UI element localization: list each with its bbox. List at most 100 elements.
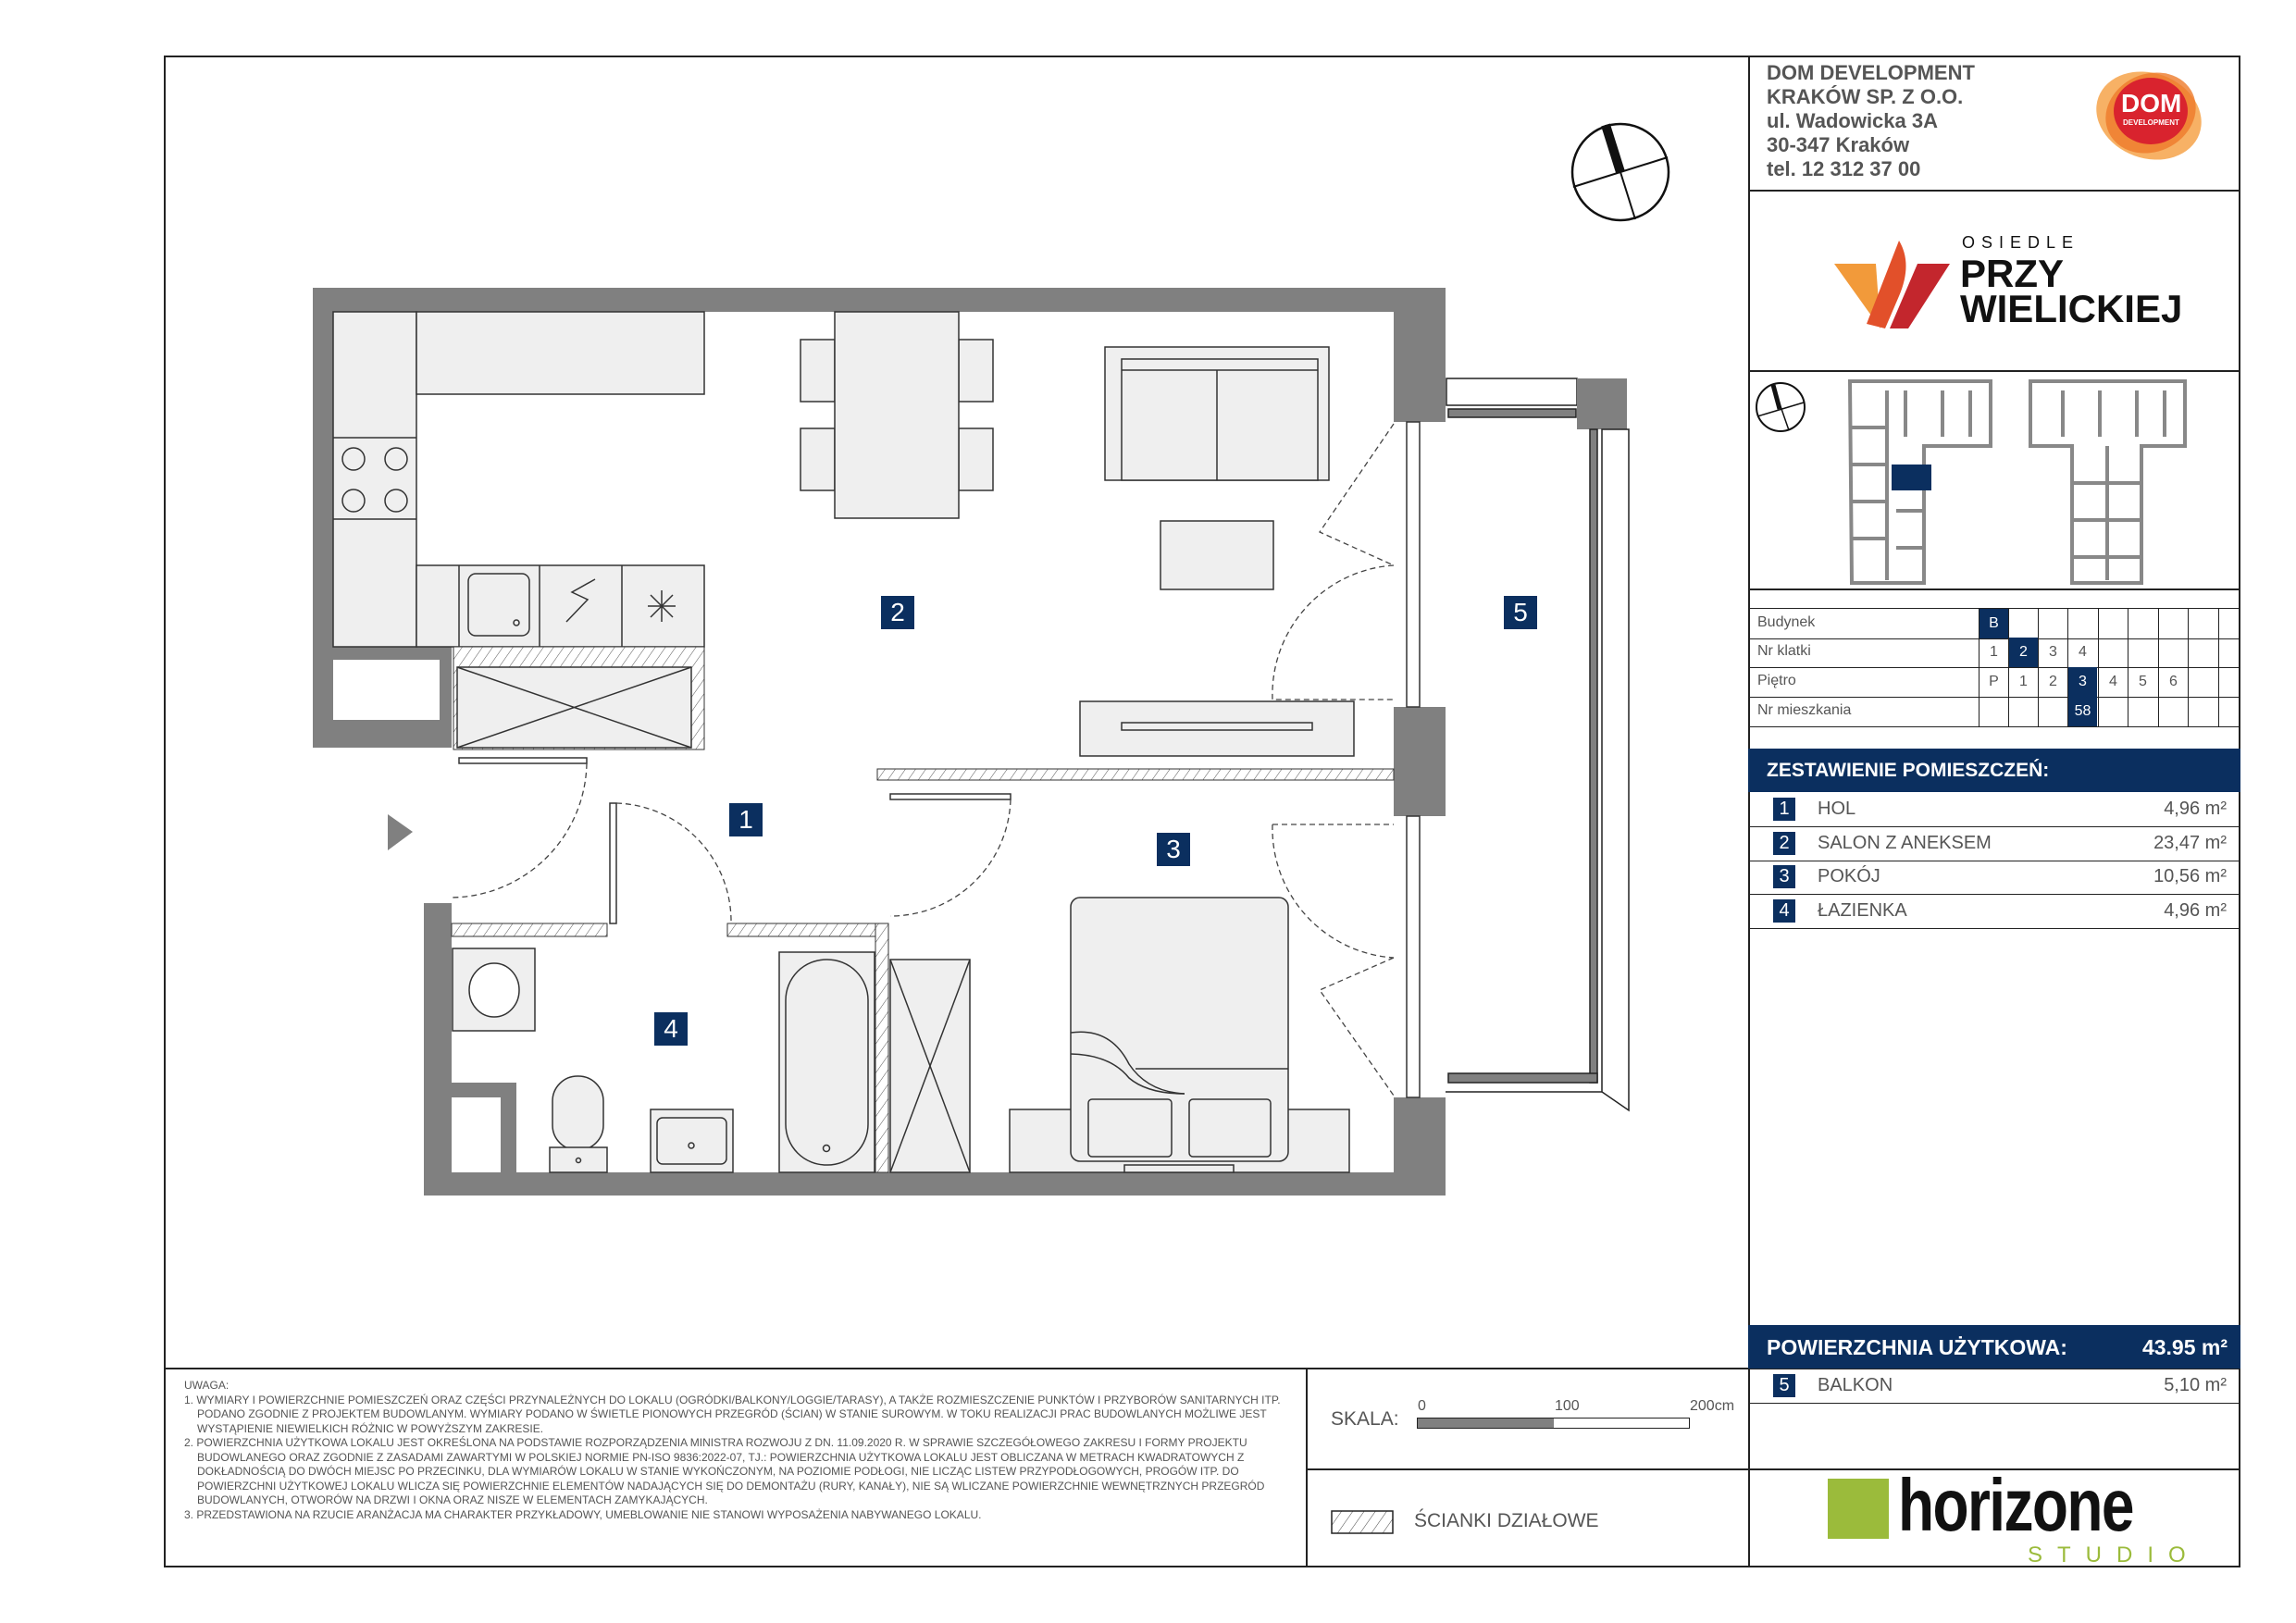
divider <box>1748 588 2240 590</box>
room-row: 2 SALON Z ANEKSEM 23,47 m² <box>1748 826 2240 861</box>
location-table-cell: 4 <box>2067 638 2097 667</box>
note-item: 2. POWIERZCHNIA UŻYTKOWA LOKALU JEST OKR… <box>184 1436 1265 1506</box>
location-table-cell: 5 <box>2128 667 2157 697</box>
usable-area-value: 43.95 m² <box>2141 1335 2228 1359</box>
location-table-cell: 2 <box>2038 667 2067 697</box>
location-table-cell <box>2098 638 2128 667</box>
room-row: 3 POKÓJ 10,56 m² <box>1748 860 2240 895</box>
bathroom-fixtures <box>452 948 971 1173</box>
location-table-cell <box>2218 638 2248 667</box>
room-label-salon: 2 <box>881 596 914 629</box>
logo-line: PRZY <box>1960 252 2065 295</box>
room-name: BALKON <box>1818 1375 1893 1395</box>
location-table-cell <box>2158 638 2188 667</box>
logo-sub: STUDIO <box>2028 1542 2201 1567</box>
location-table-cell <box>2008 697 2038 726</box>
legend-label: ŚCIANKI DZIAŁOWE <box>1414 1510 1599 1531</box>
balcony-row: 5 BALKON 5,10 m² <box>1748 1369 2240 1404</box>
divider <box>1306 1468 2240 1470</box>
room-area: 10,56 m² <box>2153 866 2227 886</box>
balcony <box>1446 378 1630 1112</box>
location-table-cell: 2 <box>2008 638 2038 667</box>
location-table-label: Piętro <box>1757 673 1796 688</box>
usable-area-label: POWIERZCHNIA UŻYTKOWA: <box>1767 1335 2067 1359</box>
building-b-outline <box>1847 379 1992 585</box>
location-table-cell <box>2188 638 2217 667</box>
scale-tick: 200cm <box>1690 1398 1735 1414</box>
company-address: DOM DEVELOPMENT KRAKÓW SP. Z O.O. ul. Wa… <box>1767 61 1975 181</box>
room-number: 3 <box>1773 865 1795 888</box>
partition-hatch-swatch <box>1331 1510 1394 1534</box>
location-table-cell <box>2218 667 2248 697</box>
entrance-door[interactable] <box>458 757 588 764</box>
key-plan <box>1756 379 2187 585</box>
coffee-table <box>1160 520 1274 590</box>
location-table-cell: 6 <box>2158 667 2188 697</box>
wardrobe <box>456 666 692 749</box>
bedroom-door[interactable] <box>889 793 1011 800</box>
location-table-cell <box>2188 609 2217 638</box>
room-area: 4,96 m² <box>2164 899 2227 921</box>
location-table-cell <box>2218 609 2248 638</box>
entrance-arrow-icon <box>388 814 413 850</box>
logo-mark <box>1828 1479 1889 1539</box>
cooktop-burners <box>341 447 408 513</box>
logo-subtext: DEVELOPMENT <box>2123 118 2179 127</box>
scale-tick: 100 <box>1555 1398 1580 1414</box>
location-table-cell <box>2008 609 2038 638</box>
scale-tick: 0 <box>1418 1398 1426 1414</box>
location-table-cell: 3 <box>2038 638 2067 667</box>
location-table-cell <box>2158 609 2188 638</box>
notes-title: UWAGA: <box>184 1379 230 1392</box>
room-label-pokoj: 3 <box>1157 833 1190 866</box>
room-area: 5,10 m² <box>2164 1375 2227 1395</box>
bathroom-door[interactable] <box>609 802 617 924</box>
location-table-cell <box>2188 667 2217 697</box>
address-line: DOM DEVELOPMENT <box>1767 61 1975 84</box>
room-label-lazienka: 4 <box>654 1012 688 1046</box>
room-name: POKÓJ <box>1818 866 1880 886</box>
building-outline <box>2029 379 2187 585</box>
note-item: 3. PRZEDSTAWIONA NA RZUCIE ARANŻACJA MA … <box>184 1507 982 1521</box>
address-line: 30-347 Kraków <box>1767 133 1910 156</box>
usable-area-bar: POWIERZCHNIA UŻYTKOWA: 43.95 m² <box>1748 1325 2240 1369</box>
osiedle-przy-wielickiej-logo: OSIEDLE PRZY WIELICKIEJ <box>1834 231 2182 333</box>
sink <box>467 573 530 637</box>
location-table-cell: 4 <box>2098 667 2128 697</box>
divider <box>1748 190 2240 192</box>
rooms-header-text: ZESTAWIENIE POMIESZCZEŃ: <box>1767 760 2050 781</box>
location-table-label: Nr klatki <box>1757 643 1811 659</box>
drawing-frame <box>164 56 2240 1567</box>
room-name: HOL <box>1818 799 1856 819</box>
location-table-cell: P <box>1979 667 2008 697</box>
scale-bar <box>1417 1418 1690 1429</box>
location-table-cell <box>2067 609 2097 638</box>
key-plan-compass <box>1756 382 1806 432</box>
address-line: ul. Wadowicka 3A <box>1767 109 1939 132</box>
room-name: ŁAZIENKA <box>1818 899 1907 921</box>
location-table-cell <box>1979 697 2008 726</box>
logo-line: WIELICKIEJ <box>1960 287 2183 330</box>
location-table-cell <box>2038 609 2067 638</box>
room-number: 5 <box>1773 1374 1795 1397</box>
oven-icon <box>565 578 596 623</box>
rooms-header: ZESTAWIENIE POMIESZCZEŃ: <box>1748 749 2240 792</box>
room-number: 2 <box>1773 831 1795 855</box>
toilet <box>552 1075 604 1151</box>
room-area: 23,47 m² <box>2153 832 2227 853</box>
kitchen <box>332 311 705 648</box>
scale-label: SKALA: <box>1331 1408 1399 1430</box>
room-name: SALON Z ANEKSEM <box>1818 832 1992 853</box>
dining-table <box>834 311 960 519</box>
location-table-cell <box>2218 697 2248 726</box>
location-table-cell <box>2038 697 2067 726</box>
divider <box>164 1368 2240 1369</box>
location-table-cell: 3 <box>2067 667 2097 697</box>
scale-bar-fill <box>1418 1419 1554 1428</box>
location-table-cell: B <box>1979 609 2008 638</box>
north-compass <box>1570 122 1670 222</box>
niche <box>333 660 440 720</box>
